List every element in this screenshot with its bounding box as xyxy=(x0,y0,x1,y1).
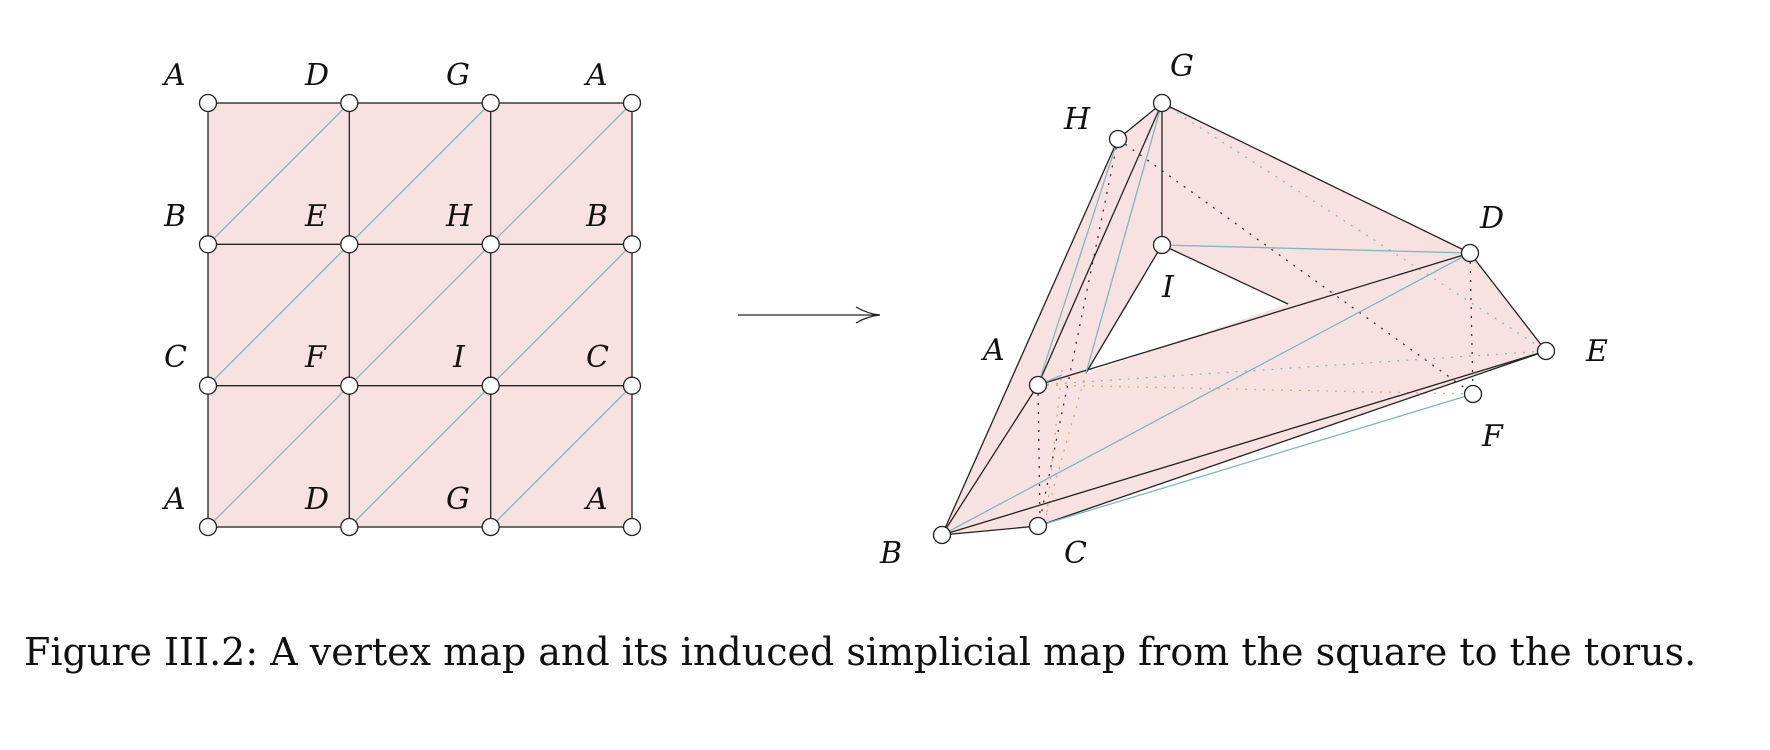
square-label-r2c2: I xyxy=(452,340,466,375)
triangulated-square: A D G A B E H B C F I C A D G A xyxy=(161,58,642,537)
square-label-r0c0: A xyxy=(161,58,186,93)
map-arrow xyxy=(738,306,881,324)
square-label-r3c0: A xyxy=(161,482,186,517)
square-vertex-labels: A D G A B E H B C F I C A D G A xyxy=(161,58,609,517)
torus-label-F: F xyxy=(1481,419,1504,454)
torus-label-G: G xyxy=(1170,49,1194,84)
torus-label-H: H xyxy=(1063,102,1091,137)
square-label-r1c1: E xyxy=(304,199,327,234)
square-label-r1c3: B xyxy=(585,199,608,234)
square-label-r0c2: G xyxy=(446,58,470,93)
figure-caption: Figure III.2: A vertex map and its induc… xyxy=(24,630,1697,674)
torus-vertex-labels: G H D I A E F B C xyxy=(879,49,1608,571)
square-label-r2c0: C xyxy=(164,340,187,375)
figure-diagram: A D G A B E H B C F I C A D G A xyxy=(161,49,1608,571)
square-label-r0c3: A xyxy=(583,58,608,93)
square-diagonals xyxy=(207,102,633,528)
torus-diagonals xyxy=(941,102,1474,536)
square-label-r2c1: F xyxy=(304,340,327,375)
torus-label-I: I xyxy=(1161,270,1175,305)
square-label-r0c1: D xyxy=(304,58,329,93)
square-grid-lines xyxy=(208,103,632,527)
torus-edges xyxy=(941,102,1547,536)
torus: G H D I A E F B C xyxy=(879,49,1608,571)
square-label-r2c3: C xyxy=(586,340,609,375)
square-label-r1c0: B xyxy=(163,199,186,234)
torus-hole xyxy=(1086,245,1288,373)
square-vertices xyxy=(198,93,642,537)
square-label-r3c3: A xyxy=(583,482,608,517)
torus-label-B: B xyxy=(879,536,902,571)
torus-label-D: D xyxy=(1479,201,1504,236)
square-label-r3c1: D xyxy=(304,482,329,517)
torus-label-A: A xyxy=(980,333,1005,368)
square-label-r1c2: H xyxy=(445,199,473,234)
torus-label-E: E xyxy=(1585,334,1608,369)
torus-label-C: C xyxy=(1064,536,1087,571)
torus-vertices xyxy=(932,93,1556,545)
square-label-r3c2: G xyxy=(446,482,470,517)
